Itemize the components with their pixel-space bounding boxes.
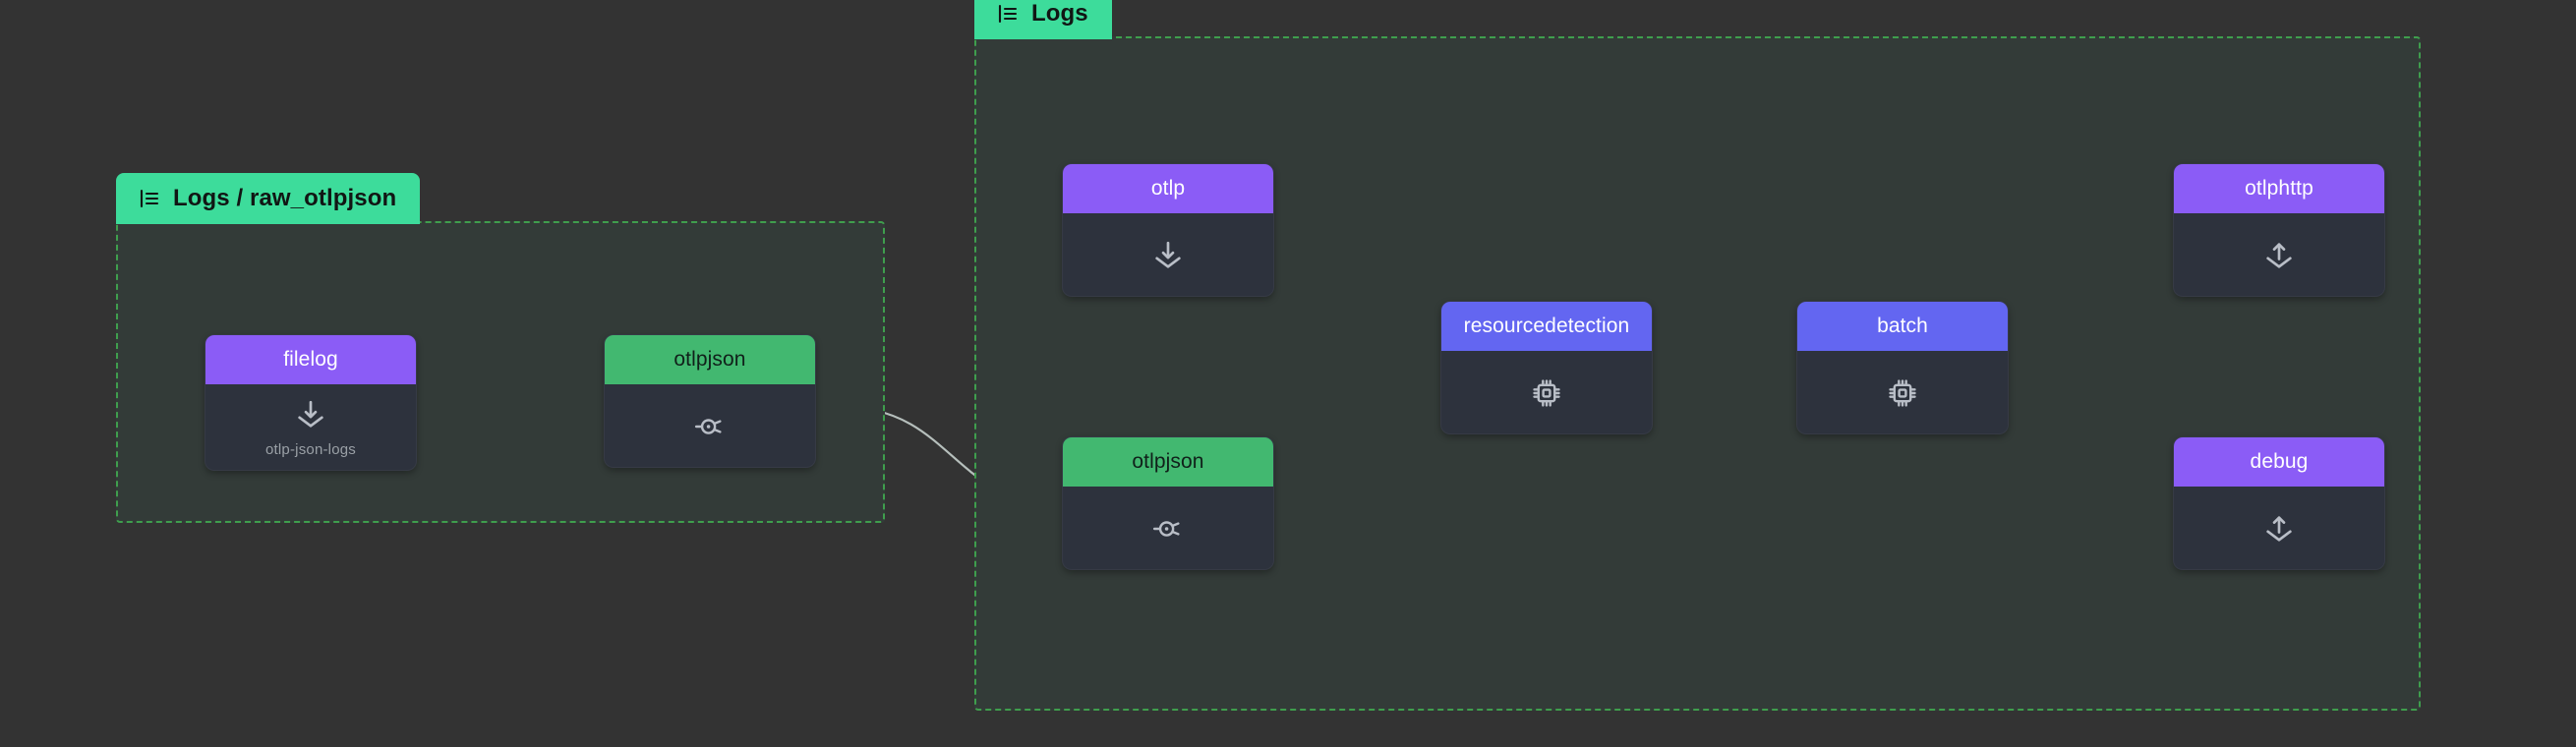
node-otlpjson-logs[interactable]: otlpjson	[1062, 436, 1274, 570]
node-header-filelog: filelog	[205, 335, 416, 384]
connector-split-icon	[693, 410, 727, 443]
node-header-batch: batch	[1797, 302, 2008, 351]
node-otlphttp[interactable]: otlphttp	[2173, 163, 2385, 297]
node-title: debug	[2250, 450, 2309, 473]
node-title: resourcedetection	[1463, 315, 1630, 337]
node-body-debug	[2174, 487, 2384, 569]
node-title: otlphttp	[2245, 177, 2313, 200]
processor-chip-icon	[1886, 376, 1919, 410]
node-header-otlphttp: otlphttp	[2174, 164, 2384, 213]
node-otlp[interactable]: otlp	[1062, 163, 1274, 297]
node-title: otlpjson	[1132, 450, 1204, 473]
node-body-filelog: otlp-json-logs	[205, 384, 416, 470]
connector-split-icon	[1151, 512, 1185, 546]
node-debug[interactable]: debug	[2173, 436, 2385, 570]
node-filelog[interactable]: filelog otlp-json-logs	[205, 334, 417, 471]
exporter-upload-icon	[2262, 239, 2296, 272]
exporter-upload-icon	[2262, 512, 2296, 546]
list-tree-icon	[138, 187, 161, 210]
receiver-download-icon	[1151, 239, 1185, 272]
node-body-otlpjson-logs	[1063, 487, 1273, 569]
node-title: batch	[1877, 315, 1928, 337]
node-body-otlp	[1063, 213, 1273, 296]
receiver-download-icon	[294, 398, 327, 431]
list-tree-icon	[996, 2, 1020, 26]
group-badge-raw-otlpjson[interactable]: Logs / raw_otlpjson	[116, 173, 421, 224]
node-otlpjson-raw[interactable]: otlpjson	[604, 334, 816, 468]
node-header-otlp: otlp	[1063, 164, 1273, 213]
node-header-otlpjson-logs: otlpjson	[1063, 437, 1273, 487]
node-header-resourcedetection: resourcedetection	[1441, 302, 1652, 351]
group-badge-label: Logs / raw_otlpjson	[173, 185, 397, 211]
node-body-resourcedetection	[1441, 351, 1652, 433]
processor-chip-icon	[1530, 376, 1563, 410]
node-title: otlpjson	[673, 348, 746, 371]
node-resourcedetection[interactable]: resourcedetection	[1440, 301, 1653, 434]
node-title: filelog	[283, 348, 338, 371]
node-body-otlphttp	[2174, 213, 2384, 296]
node-body-batch	[1797, 351, 2008, 433]
group-badge-label: Logs	[1031, 0, 1088, 27]
node-body-otlpjson-raw	[605, 384, 815, 467]
group-badge-logs[interactable]: Logs	[974, 0, 1112, 39]
node-header-otlpjson-raw: otlpjson	[605, 335, 815, 384]
group-logs[interactable]: Logs	[974, 0, 2421, 711]
node-sublabel: otlp-json-logs	[264, 441, 356, 458]
node-title: otlp	[1150, 177, 1186, 200]
node-batch[interactable]: batch	[1796, 301, 2009, 434]
node-header-debug: debug	[2174, 437, 2384, 487]
